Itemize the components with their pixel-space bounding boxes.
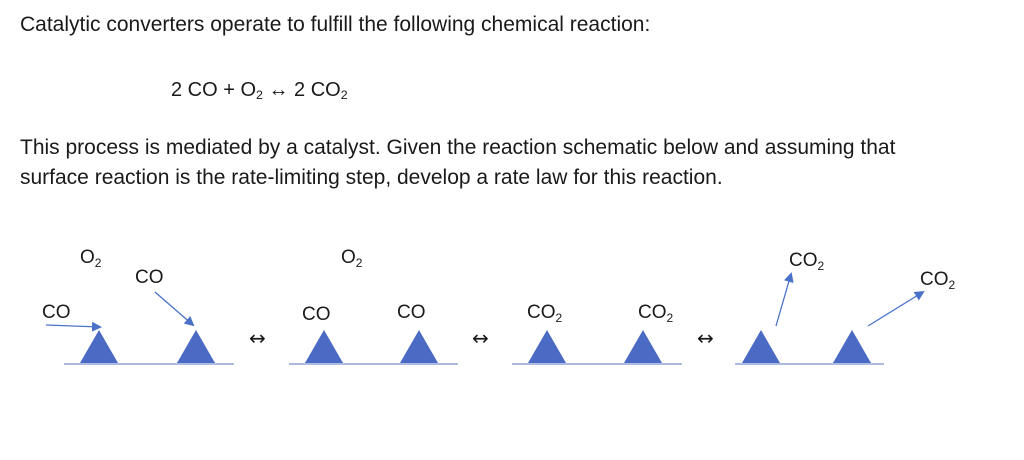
label-co2-desorbed-2: CO2 [920,269,956,292]
equation-left: 2 CO + O [171,79,257,101]
o2-main: O [341,247,356,268]
co2-main: CO [638,302,667,323]
co2-main: CO [789,250,818,271]
catalyst-site-2b [400,330,438,363]
catalyst-site-3b [624,330,662,363]
catalyst-site-4a [742,330,780,363]
co2-main: CO [920,269,949,290]
label-co2-desorbed-1: CO2 [789,250,825,273]
label-o2-gas-1: O2 [80,247,102,270]
label-co-gas-2: CO [135,267,164,288]
co2-subscript: 2 [667,311,674,325]
catalyst-site-4b [833,330,871,363]
question-line-1: This process is mediated by a catalyst. … [20,136,896,159]
co2-desorption-arrow-1 [775,272,794,327]
reversible-arrow-2: ↔ [472,326,489,350]
label-co2-adsorbed-2: CO2 [638,302,674,325]
o2-subscript: 2 [95,256,102,270]
reversible-arrow-1: ↔ [249,326,266,350]
reaction-equation: 2 CO + O2 ↔ 2 CO2 [171,77,348,103]
label-co-adsorbed-2: CO [397,302,426,323]
question-line-2: surface reaction is the rate-limiting st… [20,166,723,189]
catalyst-site-1a [80,330,118,363]
co-adsorption-arrow-2 [154,291,195,327]
co-adsorption-arrow-1 [45,321,102,332]
catalyst-site-1b [177,330,215,363]
o2-main: O [80,247,95,268]
catalyst-site-2a [305,330,343,363]
co2-subscript: 2 [818,259,825,273]
equation-left-subscript: 2 [256,88,263,103]
o2-subscript: 2 [356,256,363,270]
co2-desorption-arrow-2 [867,290,925,327]
intro-text: Catalytic converters operate to fulfill … [20,13,651,36]
catalyst-site-3a [528,330,566,363]
reversible-arrow-3: ↔ [697,326,714,350]
label-co-gas-1: CO [42,302,71,323]
label-o2-gas-2: O2 [341,247,363,270]
co2-main: CO [527,302,556,323]
label-co2-adsorbed-1: CO2 [527,302,563,325]
co2-subscript: 2 [949,278,956,292]
co2-subscript: 2 [556,311,563,325]
equation-right-subscript: 2 [340,88,348,103]
label-co-adsorbed-1: CO [302,304,331,325]
equation-arrow-product: ↔ 2 CO [262,79,341,101]
